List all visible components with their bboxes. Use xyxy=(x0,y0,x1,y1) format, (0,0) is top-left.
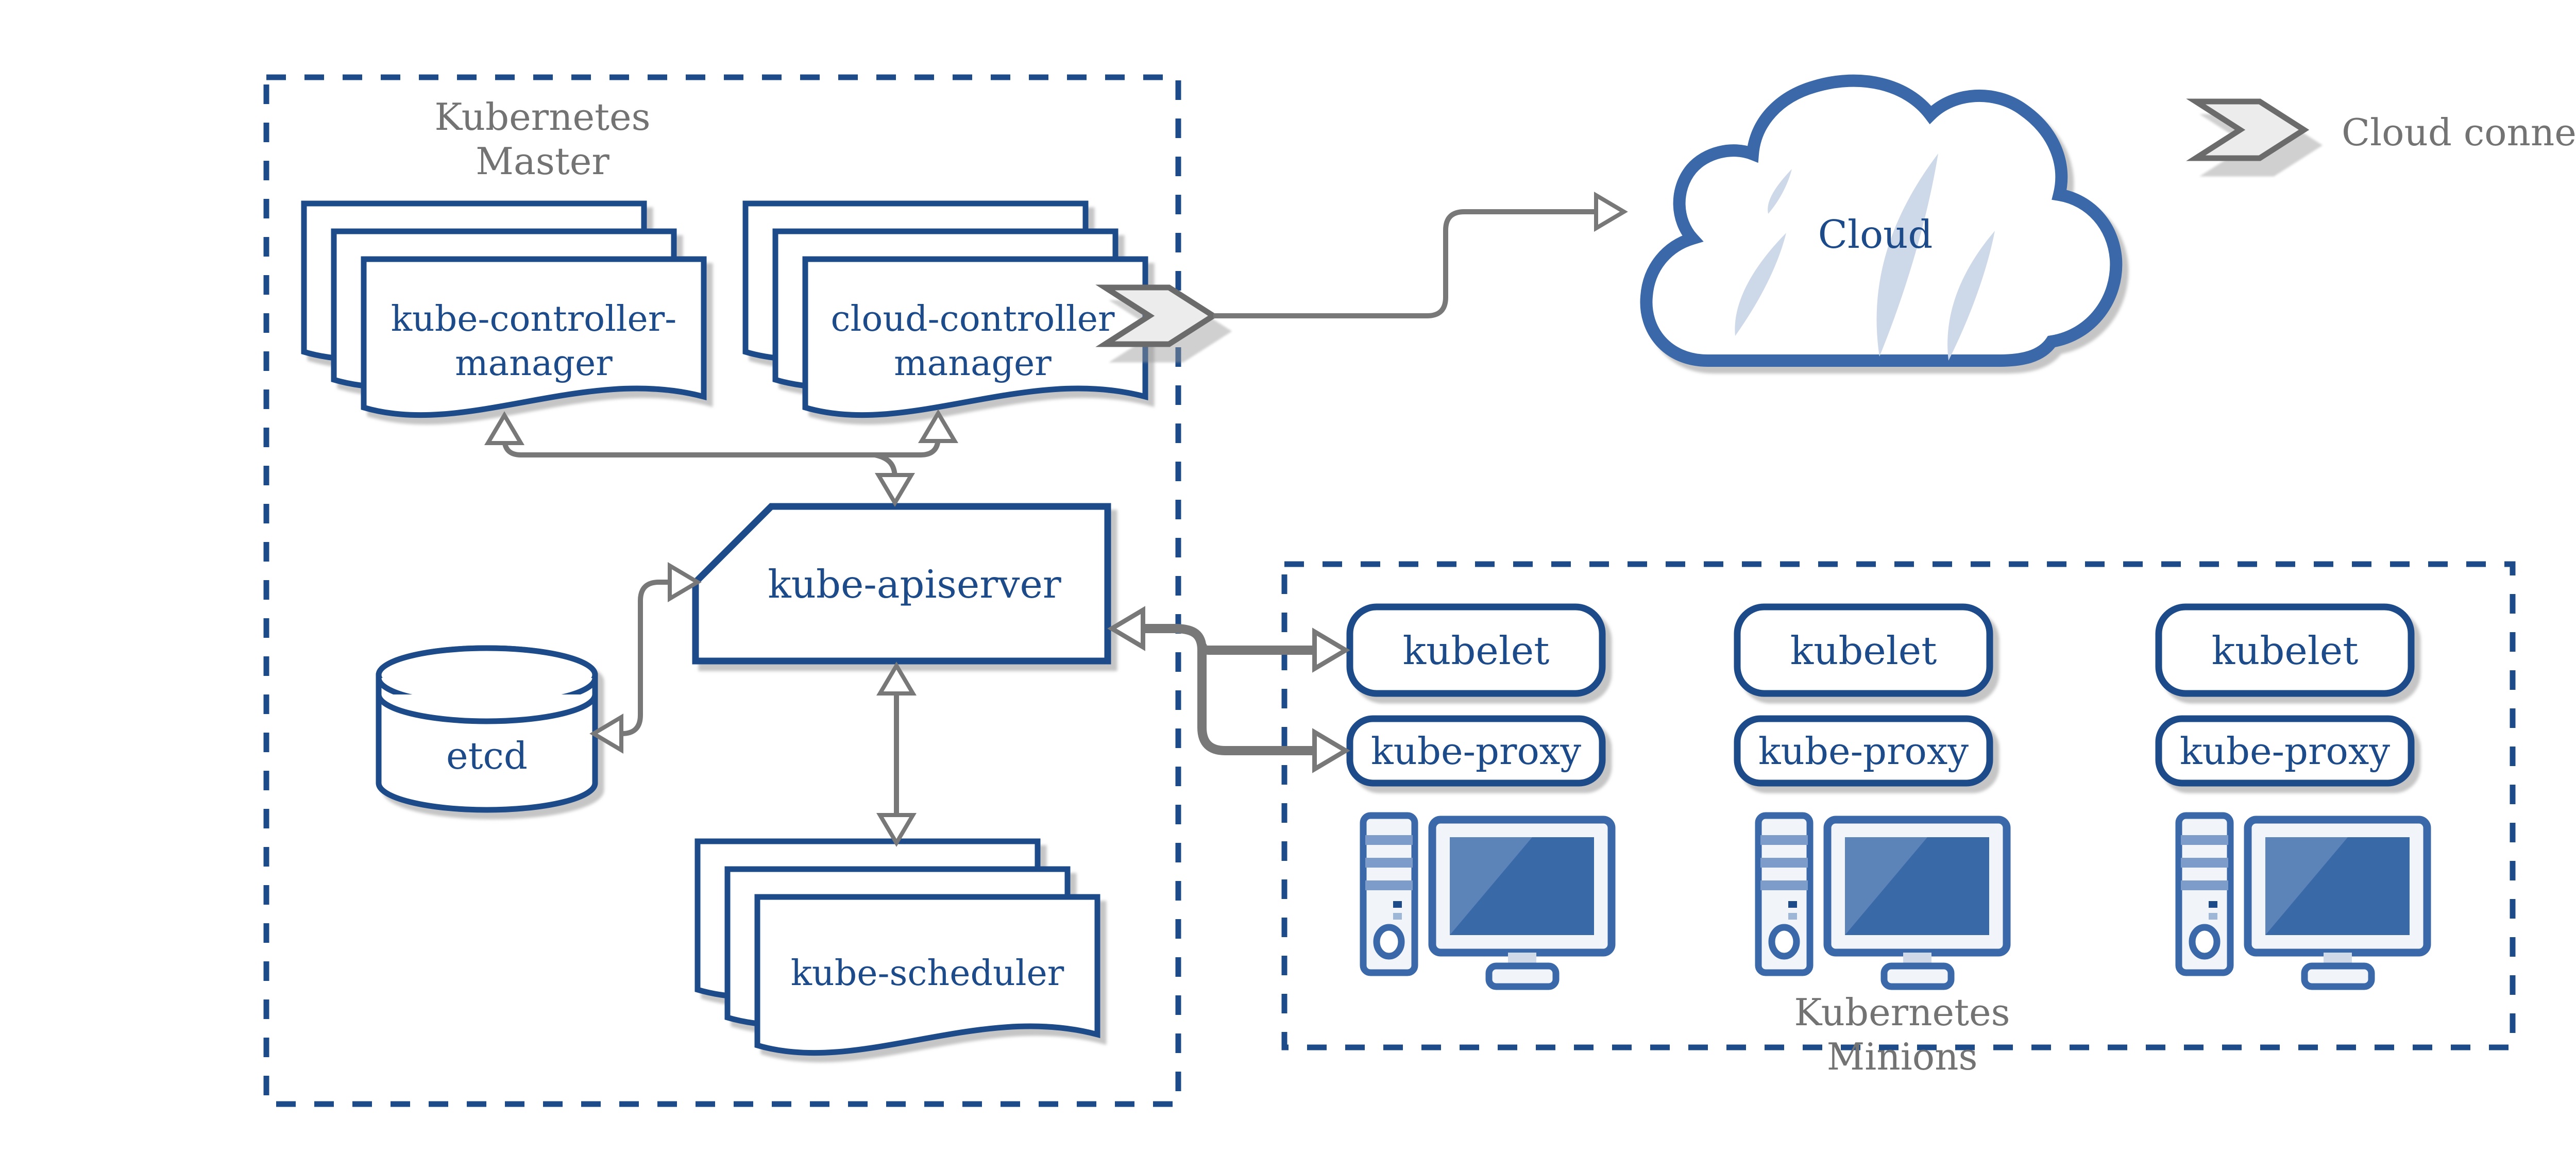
cloud-shape: Cloud xyxy=(1640,74,2123,367)
kube-controller-manager-label-line1: kube-controller- xyxy=(391,299,677,340)
kube-controller-manager-label-line2: manager xyxy=(455,343,613,384)
connector-ccm-to-cloud xyxy=(1213,195,1624,318)
kube-scheduler-node: kube-scheduler xyxy=(698,841,1097,1053)
cloud-streak-icon xyxy=(1735,233,1786,336)
cloud-connector-legend-icon xyxy=(2196,101,2304,158)
legend: Cloud connector xyxy=(2196,101,2576,158)
desktop-computer-icon xyxy=(1363,816,1612,987)
kube-proxy-box xyxy=(1346,715,1606,787)
cloud-controller-manager-node: cloud-controller manager xyxy=(745,204,1145,415)
master-title-line2: Master xyxy=(476,140,609,183)
master-title-line1: Kubernetes xyxy=(434,95,650,139)
kubelet-box xyxy=(2155,603,2415,697)
kube-proxy-label: kube-proxy xyxy=(1758,730,1969,773)
minion-node-2: kubelet kube-proxy xyxy=(1734,603,2007,987)
kubelet-box xyxy=(1346,603,1606,697)
kube-apiserver-label: kube-apiserver xyxy=(768,562,1061,607)
kube-scheduler-label: kube-scheduler xyxy=(791,953,1064,994)
legend-label: Cloud connector xyxy=(2342,111,2576,154)
connector-apiserver-scheduler xyxy=(880,666,913,843)
etcd-disk-line xyxy=(376,694,598,724)
kubernetes-master-title: Kubernetes Master xyxy=(434,95,650,183)
etcd-node: etcd xyxy=(376,645,598,813)
kubernetes-master-group-box xyxy=(263,74,1181,1107)
kube-proxy-label: kube-proxy xyxy=(1371,730,1581,773)
kube-proxy-box xyxy=(2155,715,2415,787)
minion-node-3: kubelet kube-proxy xyxy=(2155,603,2427,987)
kube-controller-manager-node: kube-controller- manager xyxy=(304,204,704,415)
etcd-label: etcd xyxy=(446,734,528,777)
kube-proxy-label: kube-proxy xyxy=(2180,730,2390,773)
connector-apiserver-controller-managers xyxy=(488,413,955,503)
kube-proxy-box xyxy=(1734,715,1993,787)
cloud-label: Cloud xyxy=(1818,212,1933,257)
cloud-streak-icon xyxy=(1876,154,1938,357)
kube-apiserver-box xyxy=(692,503,1111,665)
cloud-controller-manager-label-line1: cloud-controller xyxy=(831,299,1115,340)
kubelet-box xyxy=(1734,603,1993,697)
cloud-streak-icon xyxy=(1947,231,1995,361)
kubernetes-minions-title: Kubernetes Minions xyxy=(1794,991,2010,1078)
kube-apiserver-node: kube-apiserver xyxy=(692,503,1111,665)
minion-node-1: kubelet kube-proxy xyxy=(1346,603,1612,987)
minions-title-line1: Kubernetes xyxy=(1794,991,2010,1034)
kubelet-label: kubelet xyxy=(2212,628,2359,673)
minions-title-line2: Minions xyxy=(1827,1035,1978,1078)
cloud-outline xyxy=(1640,74,2123,367)
cloud-streak-icon xyxy=(1768,169,1792,214)
connector-apiserver-minions xyxy=(1112,610,1346,769)
cloud-controller-manager-label-line2: manager xyxy=(894,343,1052,384)
kubernetes-minions-group-box xyxy=(1281,561,2516,1050)
desktop-computer-icon xyxy=(2179,816,2427,987)
kubelet-label: kubelet xyxy=(1403,628,1550,673)
connector-apiserver-etcd xyxy=(594,566,698,750)
kubelet-label: kubelet xyxy=(1790,628,1937,673)
desktop-computer-icon xyxy=(1758,816,2007,987)
